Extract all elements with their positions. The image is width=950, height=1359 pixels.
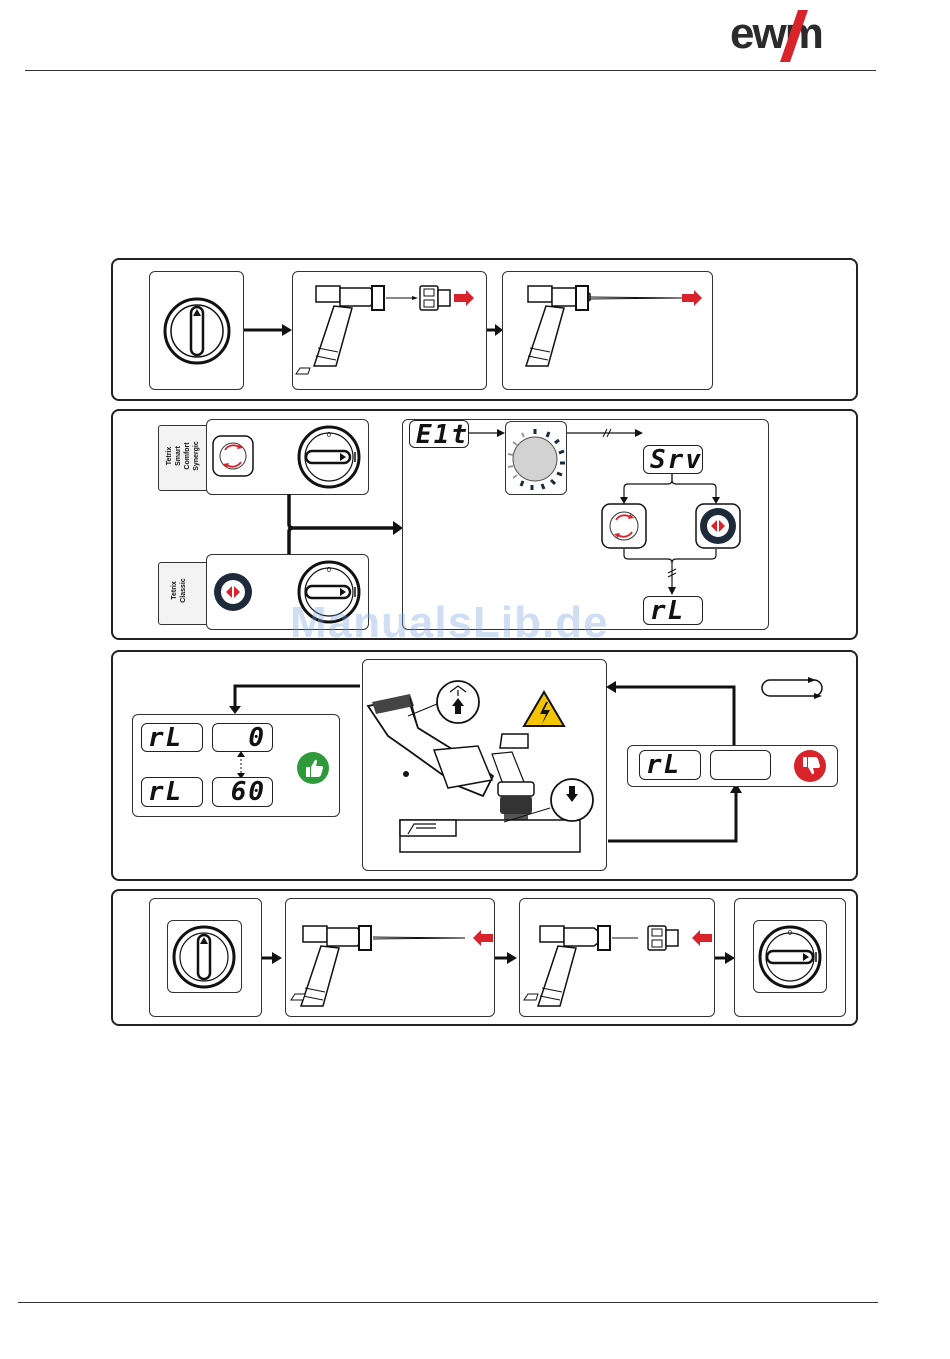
display-rl-menu: rL xyxy=(643,596,703,625)
display-srv: Srv xyxy=(643,445,703,474)
display-rl-b: rL xyxy=(141,777,203,807)
ewm-logo: ewm xyxy=(730,8,860,66)
range-arrow xyxy=(234,751,248,779)
arrow-dial-to-srv xyxy=(567,427,647,439)
select-button-icon-right xyxy=(695,503,741,549)
svg-text:0: 0 xyxy=(327,567,331,574)
program-cycle-button-icon xyxy=(211,434,255,478)
footer-rule xyxy=(18,1302,878,1303)
display-elt: E1t xyxy=(409,420,469,448)
program-cycle-button-icon-2 xyxy=(601,503,647,549)
watermark-text: ManualsLib.de xyxy=(290,598,609,648)
arrow-elt-to-dial xyxy=(469,427,509,439)
torch-electrode-remove-icon xyxy=(506,278,706,388)
display-rl-c: rL xyxy=(639,750,701,780)
torch-ignition-illustration xyxy=(364,662,604,867)
srv-branch-arrows xyxy=(614,474,734,504)
group-bottom-label-text: Tetrix Classic xyxy=(170,563,188,618)
merge-to-rl-arrow xyxy=(614,549,734,599)
flow-arrow-to-result-good xyxy=(228,684,360,714)
select-button-icon-left xyxy=(211,570,255,614)
arrow-p4-1 xyxy=(262,951,286,965)
display-value-empty xyxy=(710,750,771,780)
torch-electrode-insert-icon xyxy=(289,918,489,1028)
main-switch-off-icon: 0 xyxy=(755,922,825,992)
rotary-dial-icon xyxy=(505,423,567,493)
svg-text:0: 0 xyxy=(788,930,792,937)
arrow-1 xyxy=(244,323,294,337)
group-top-label-text: Tetrix Smart Comfort Synergic xyxy=(165,426,201,486)
flow-arrow-from-bad-to-torch xyxy=(604,679,740,747)
flow-arrow-torch-to-bad xyxy=(604,781,742,845)
main-switch-rotated-icon-top: 0 xyxy=(296,424,362,490)
loop-symbol-icon xyxy=(762,676,826,700)
display-rl-a: rL xyxy=(141,723,203,752)
svg-text:0: 0 xyxy=(327,432,331,439)
thumbs-up-icon xyxy=(296,751,330,785)
logo-slash xyxy=(730,8,860,66)
display-value-0: 0 xyxy=(212,723,273,752)
main-switch-icon-2 xyxy=(169,922,239,992)
thumbs-down-icon xyxy=(793,749,827,783)
torch-cap-insert-icon xyxy=(522,918,712,1028)
torch-cap-removal-icon xyxy=(294,278,484,388)
main-switch-icon xyxy=(157,291,237,371)
arrow-p4-2 xyxy=(495,951,521,965)
display-value-60: 60 xyxy=(212,777,273,807)
header-rule xyxy=(25,70,876,71)
